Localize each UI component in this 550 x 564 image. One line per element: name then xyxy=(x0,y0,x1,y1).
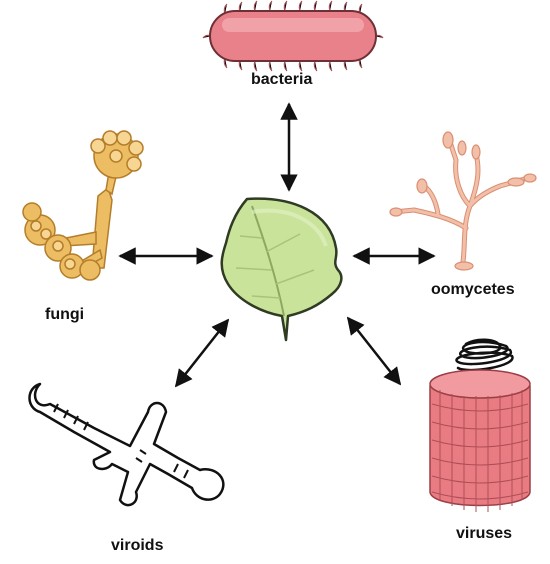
viruses-icon xyxy=(429,338,531,512)
label-viruses: viruses xyxy=(456,525,513,542)
bacteria-icon xyxy=(202,0,384,72)
viroids-icon xyxy=(28,382,225,507)
label-bacteria: bacteria xyxy=(251,71,313,88)
label-viroids: viroids xyxy=(111,537,164,554)
label-oomycetes: oomycetes xyxy=(431,281,515,298)
fungi-icon xyxy=(22,130,144,281)
arrows xyxy=(118,102,436,388)
label-fungi: fungi xyxy=(45,306,85,323)
arrow-viruses xyxy=(346,316,402,386)
leaf-icon xyxy=(220,197,343,342)
oomycetes-icon xyxy=(389,131,537,271)
arrow-viroids xyxy=(174,318,230,388)
